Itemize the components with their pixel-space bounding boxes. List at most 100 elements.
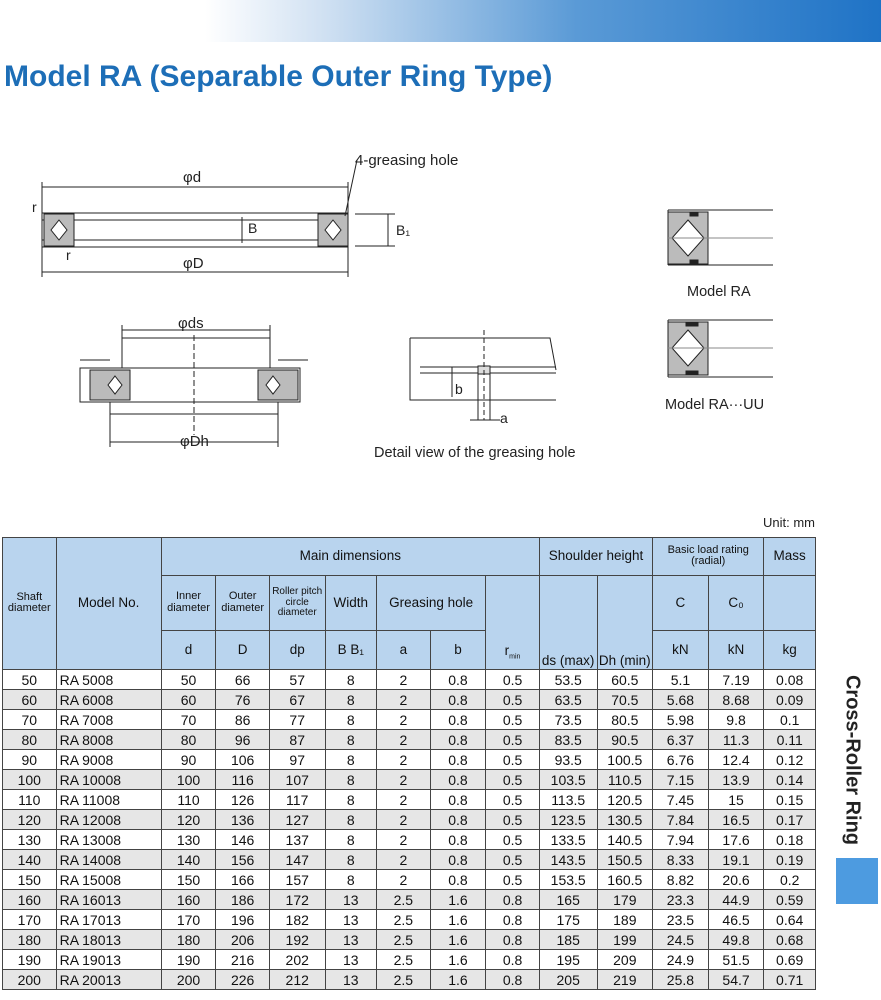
table-cell: RA 6008 xyxy=(55,689,162,710)
table-cell: 0.68 xyxy=(763,929,816,950)
table-cell: 70 xyxy=(2,709,57,730)
table-cell: 199 xyxy=(596,929,654,950)
table-cell: RA 9008 xyxy=(55,749,162,770)
table-cell: 0.64 xyxy=(763,909,816,930)
technical-drawing: 4-greasing hole φd φD B B₁ r r φds φDh b… xyxy=(32,152,773,461)
table-cell: RA 15008 xyxy=(55,869,162,890)
header-outer-diameter: Outer diameter xyxy=(215,575,270,631)
table-cell: 93.5 xyxy=(538,749,598,770)
header-inner-diameter: Inner diameter xyxy=(160,575,217,631)
header-main-dimensions: Main dimensions xyxy=(160,537,540,576)
table-cell: 8 xyxy=(324,689,378,710)
model-ra-uu-section xyxy=(667,319,773,378)
table-cell: 12.4 xyxy=(707,749,765,770)
header-c: C xyxy=(652,575,709,631)
table-cell: 123.5 xyxy=(538,809,598,830)
ring-cross-section xyxy=(41,159,395,277)
table-cell: 57 xyxy=(268,669,326,690)
table-cell: 0.17 xyxy=(763,809,816,830)
table-cell: 0.5 xyxy=(485,869,540,890)
table-cell: 127 xyxy=(268,809,326,830)
table-cell: 0.8 xyxy=(429,669,487,690)
table-cell: 0.5 xyxy=(485,809,540,830)
table-cell: 200 xyxy=(160,969,217,990)
table-cell: 2 xyxy=(376,789,431,810)
header-mass: Mass xyxy=(763,537,816,576)
table-cell: 120 xyxy=(160,809,217,830)
header-unit-kn-c0: kN xyxy=(707,630,765,670)
table-cell: 2 xyxy=(376,669,431,690)
table-cell: 7.94 xyxy=(652,829,709,850)
table-cell: 13 xyxy=(324,949,378,970)
table-cell: 126 xyxy=(215,789,270,810)
table-cell: 83.5 xyxy=(538,729,598,750)
table-cell: 51.5 xyxy=(707,949,765,970)
table-cell: 200 xyxy=(2,969,57,990)
table-cell: 0.5 xyxy=(485,749,540,770)
table-cell: 0.69 xyxy=(763,949,816,970)
shoulder-height-drawing xyxy=(79,325,308,447)
table-cell: 2.5 xyxy=(376,969,431,990)
table-cell: 100 xyxy=(160,769,217,790)
table-cell: 77 xyxy=(268,709,326,730)
table-cell: 170 xyxy=(2,909,57,930)
table-cell: 53.5 xyxy=(538,669,598,690)
table-cell: 80.5 xyxy=(596,709,654,730)
header-sym-b: b xyxy=(429,630,487,670)
header-gradient-bar xyxy=(205,0,881,42)
table-cell: 107 xyxy=(268,769,326,790)
table-cell: 0.5 xyxy=(485,709,540,730)
table-cell: 153.5 xyxy=(538,869,598,890)
header-sym-a: a xyxy=(376,630,431,670)
phi-D-label: φD xyxy=(183,255,204,272)
table-cell: 1.6 xyxy=(429,969,487,990)
table-cell: 106 xyxy=(215,749,270,770)
header-model-no: Model No. xyxy=(55,537,162,670)
header-unit-kg: kg xyxy=(763,630,816,670)
table-cell: RA 17013 xyxy=(55,909,162,930)
table-cell: 196 xyxy=(215,909,270,930)
table-cell: 60.5 xyxy=(596,669,654,690)
table-cell: 50 xyxy=(160,669,217,690)
table-cell: 157 xyxy=(268,869,326,890)
table-cell: 113.5 xyxy=(538,789,598,810)
table-cell: 205 xyxy=(538,969,598,990)
table-cell: RA 11008 xyxy=(55,789,162,810)
greasing-b-label: b xyxy=(455,381,463,397)
table-cell: 0.8 xyxy=(485,909,540,930)
table-cell: 156 xyxy=(215,849,270,870)
table-cell: 90 xyxy=(160,749,217,770)
table-cell: 2.5 xyxy=(376,929,431,950)
table-cell: 0.8 xyxy=(429,729,487,750)
table-cell: 8 xyxy=(324,869,378,890)
table-cell: 8.68 xyxy=(707,689,765,710)
table-cell: 96 xyxy=(215,729,270,750)
radius-r-top-label: r xyxy=(32,199,37,215)
table-cell: RA 14008 xyxy=(55,849,162,870)
table-cell: 0.59 xyxy=(763,889,816,910)
model-ra-section xyxy=(667,209,773,266)
table-cell: 0.8 xyxy=(485,889,540,910)
table-cell: RA 16013 xyxy=(55,889,162,910)
width-B-label: B xyxy=(248,220,257,236)
table-cell: 9.8 xyxy=(707,709,765,730)
table-cell: 70 xyxy=(160,709,217,730)
table-cell: 17.6 xyxy=(707,829,765,850)
table-cell: 97 xyxy=(268,749,326,770)
table-cell: 2.5 xyxy=(376,889,431,910)
table-cell: 120 xyxy=(2,809,57,830)
table-cell: 110.5 xyxy=(596,769,654,790)
table-cell: 175 xyxy=(538,909,598,930)
table-cell: 172 xyxy=(268,889,326,910)
table-cell: 143.5 xyxy=(538,849,598,870)
table-cell: 0.8 xyxy=(485,949,540,970)
header-sym-d: d xyxy=(160,630,217,670)
side-label: Cross-Roller Ring xyxy=(841,674,864,846)
table-cell: 0.8 xyxy=(429,789,487,810)
table-cell: 170 xyxy=(160,909,217,930)
